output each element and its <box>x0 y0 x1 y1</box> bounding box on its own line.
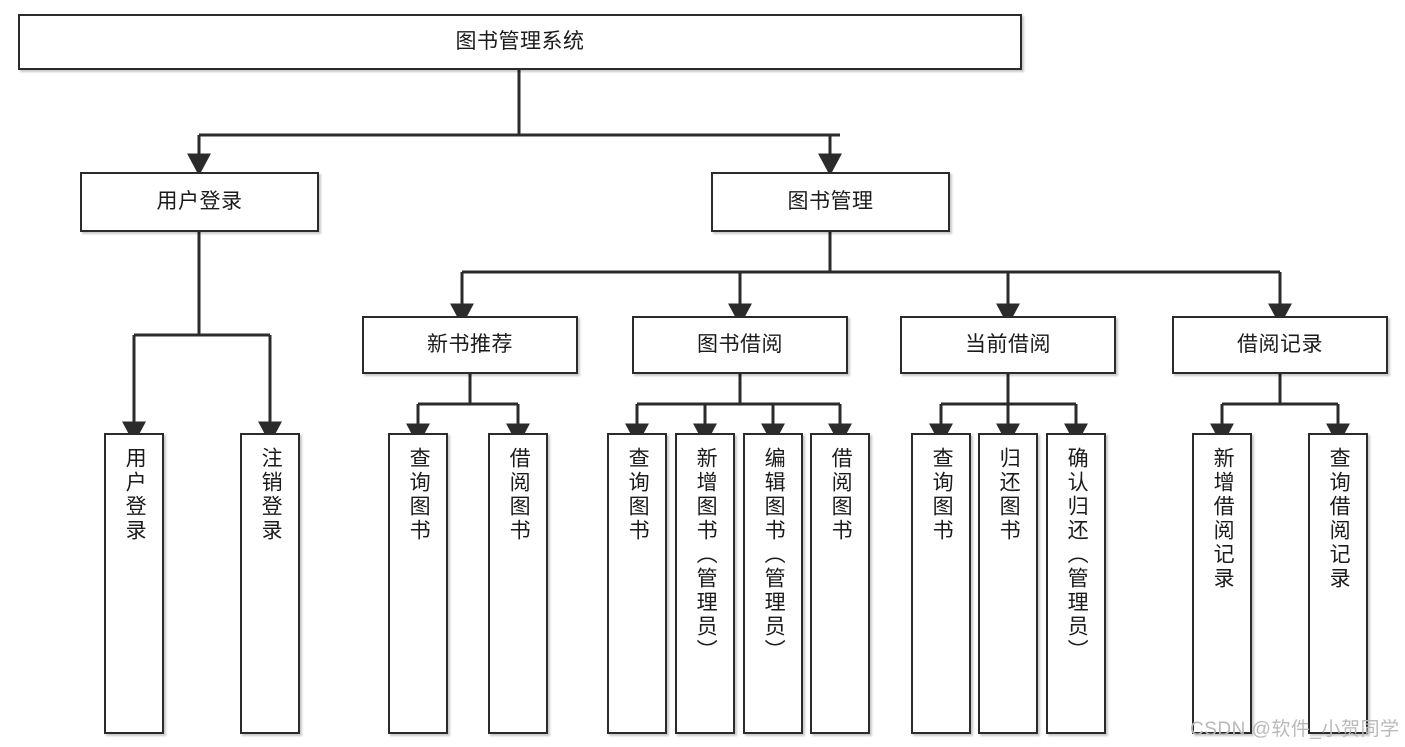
node-current-borrow[interactable]: 当前借阅 <box>900 316 1116 374</box>
leaf-user-login-logout[interactable]: 注销登录 <box>240 433 300 734</box>
node-label: 借阅记录 <box>1237 332 1323 356</box>
node-book-management[interactable]: 图书管理 <box>711 172 950 232</box>
csdn-watermark: CSDN @软件_小贺同学 <box>1190 719 1400 740</box>
node-label: 确认归还（管理员） <box>1065 447 1089 663</box>
leaf-book-borrow-add[interactable]: 新增图书（管理员） <box>675 433 735 734</box>
node-label: 查询图书 <box>626 447 650 543</box>
node-label: 查询图书 <box>407 447 431 543</box>
leaf-borrow-record-query[interactable]: 查询借阅记录 <box>1308 433 1368 734</box>
node-label: 注销登录 <box>259 447 283 543</box>
node-label: 当前借阅 <box>965 332 1051 356</box>
node-label: 新增借阅记录 <box>1211 447 1235 591</box>
leaf-current-borrow-confirm[interactable]: 确认归还（管理员） <box>1046 433 1106 734</box>
node-label: 借阅图书 <box>507 447 531 543</box>
node-label: 查询借阅记录 <box>1327 447 1351 591</box>
node-label: 借阅图书 <box>829 447 853 543</box>
leaf-book-borrow-query[interactable]: 查询图书 <box>607 433 667 734</box>
node-label: 用户登录 <box>156 189 243 213</box>
node-label: 归还图书 <box>997 447 1021 543</box>
leaf-current-borrow-return[interactable]: 归还图书 <box>978 433 1038 734</box>
node-label: 图书借阅 <box>697 332 783 356</box>
leaf-current-borrow-query[interactable]: 查询图书 <box>911 433 971 734</box>
leaf-new-book-query[interactable]: 查询图书 <box>388 433 448 734</box>
leaf-book-borrow-edit[interactable]: 编辑图书（管理员） <box>743 433 803 734</box>
node-label: 用户登录 <box>123 447 147 543</box>
node-root-system[interactable]: 图书管理系统 <box>18 14 1022 70</box>
leaf-user-login-login[interactable]: 用户登录 <box>104 433 164 734</box>
node-label: 编辑图书（管理员） <box>762 447 786 663</box>
node-borrow-record[interactable]: 借阅记录 <box>1172 316 1388 374</box>
node-label: 图书管理系统 <box>455 29 585 53</box>
node-label: 图书管理 <box>787 189 874 213</box>
node-user-login[interactable]: 用户登录 <box>80 172 319 232</box>
node-label: 新增图书（管理员） <box>694 447 718 663</box>
node-book-borrow[interactable]: 图书借阅 <box>632 316 848 374</box>
leaf-borrow-record-add[interactable]: 新增借阅记录 <box>1192 433 1252 734</box>
leaf-new-book-borrow[interactable]: 借阅图书 <box>488 433 548 734</box>
node-label: 新书推荐 <box>427 332 513 356</box>
node-new-book-recommend[interactable]: 新书推荐 <box>362 316 578 374</box>
leaf-book-borrow-lend[interactable]: 借阅图书 <box>810 433 870 734</box>
node-label: 查询图书 <box>930 447 954 543</box>
